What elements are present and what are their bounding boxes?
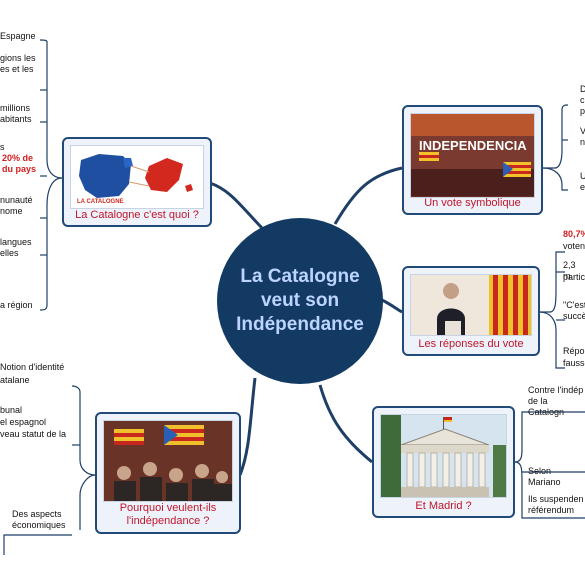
leaf-madrid-2: Selon Mariano [528,466,561,487]
leaf-pourquoi-6: économiques [12,520,66,530]
leaf-catalogne-9: nome [0,206,23,216]
leaf-reponses-1: voten [563,241,585,251]
leaf-catalogne-4: abitants [0,114,32,124]
node-pourquoi-caption-line1: Pourquoi veulent-ils [119,502,217,514]
leaf-vote-3: V [580,126,585,136]
leaf-catalogne-6: 20% de [2,153,34,163]
leaf-catalogne-12: a région [0,300,33,310]
node-pourquoi[interactable]: Pourquoi veulent-ils l'indépendance ? [95,412,241,534]
leaf-catalogne-7: du pays [2,164,37,174]
leaf-vote-1: c [580,95,585,105]
central-topic: La Catalogne veut son Indépendance [218,216,382,386]
node-pourquoi-caption: Pourquoi veulent-ils l'indépendance ? [97,502,239,528]
spain-map-image: LA CATALOGNE [70,145,204,209]
leaf-pourquoi-3: el espagnol [0,417,47,427]
leaf-catalogne-5: s [0,142,5,152]
node-madrid-caption: Et Madrid ? [415,500,472,512]
center-circle [217,218,383,384]
leaf-catalogne-8: nunauté [0,195,33,205]
banner-text: INDEPENDENCIA [419,138,527,153]
node-madrid[interactable]: Et Madrid ? [372,406,515,518]
crowd-flags-image [103,420,233,503]
leaf-reponses-6: Répor [563,346,585,356]
node-pourquoi-caption-line2: l'indépendance ? [126,515,210,527]
node-catalogne-caption: La Catalogne c'est quoi ? [75,209,199,221]
parliament-image [380,414,507,499]
leaf-reponses-3: partic [563,272,585,282]
node-reponses[interactable]: Les réponses du vote [402,266,540,356]
node-vote[interactable]: INDEPENDENCIA Un vote symbolique [402,105,543,215]
leaf-vote-6: e [580,182,585,192]
node-reponses-caption: Les réponses du vote [418,338,524,350]
leaf-pourquoi-2: bunal [0,405,23,415]
leaf-catalogne-0: Espagne [0,31,36,41]
node-catalogne[interactable]: LA CATALOGNE La Catalogne c'est quoi ? [62,137,212,227]
leaf-vote-4: n [580,137,585,147]
leaf-catalogne-1: gions les [0,53,36,63]
central-topic-line1: La Catalogne [240,266,360,287]
leaf-reponses-0: 80,7% [563,229,585,239]
leaf-madrid-4: référendum [528,505,575,515]
leaf-reponses-4: "C'est [563,300,585,310]
main-connectors [209,166,403,476]
leaf-reponses-2: 2,3 m [563,260,576,281]
leaf-pourquoi-1: atalane [0,375,30,385]
map-label: LA CATALOGNE [77,198,124,205]
speaker-image [410,274,532,337]
leaf-reponses-5: succè [563,311,585,321]
leaf-madrid-3: Ils suspenden [528,494,584,504]
leaf-catalogne-10: langues [0,237,32,247]
central-topic-line3: Indépendance [236,314,364,335]
leaf-catalogne-11: elles [0,248,19,258]
node-vote-caption: Un vote symbolique [424,197,521,209]
leaf-connectors [3,39,585,555]
leaf-madrid-1: de la Catalogn [528,396,565,417]
rally-image: INDEPENDENCIA [410,113,535,198]
leaf-pourquoi-0: Notion d'identité [0,362,65,372]
leaf-vote-5: U [580,171,585,181]
leaf-madrid-0: Contre l'indép [528,385,584,395]
leaf-catalogne-3: millions [0,103,31,113]
leaf-reponses-7: fausse [563,358,585,368]
leaf-pourquoi-5: Des aspects [12,509,62,519]
leaf-vote-2: p [580,106,585,116]
leaf-vote-0: D [580,84,585,94]
leaf-pourquoi-4: veau statut de la [0,429,67,439]
leaf-catalogne-2: es et les [0,64,34,74]
central-topic-line2: veut son [260,290,340,311]
